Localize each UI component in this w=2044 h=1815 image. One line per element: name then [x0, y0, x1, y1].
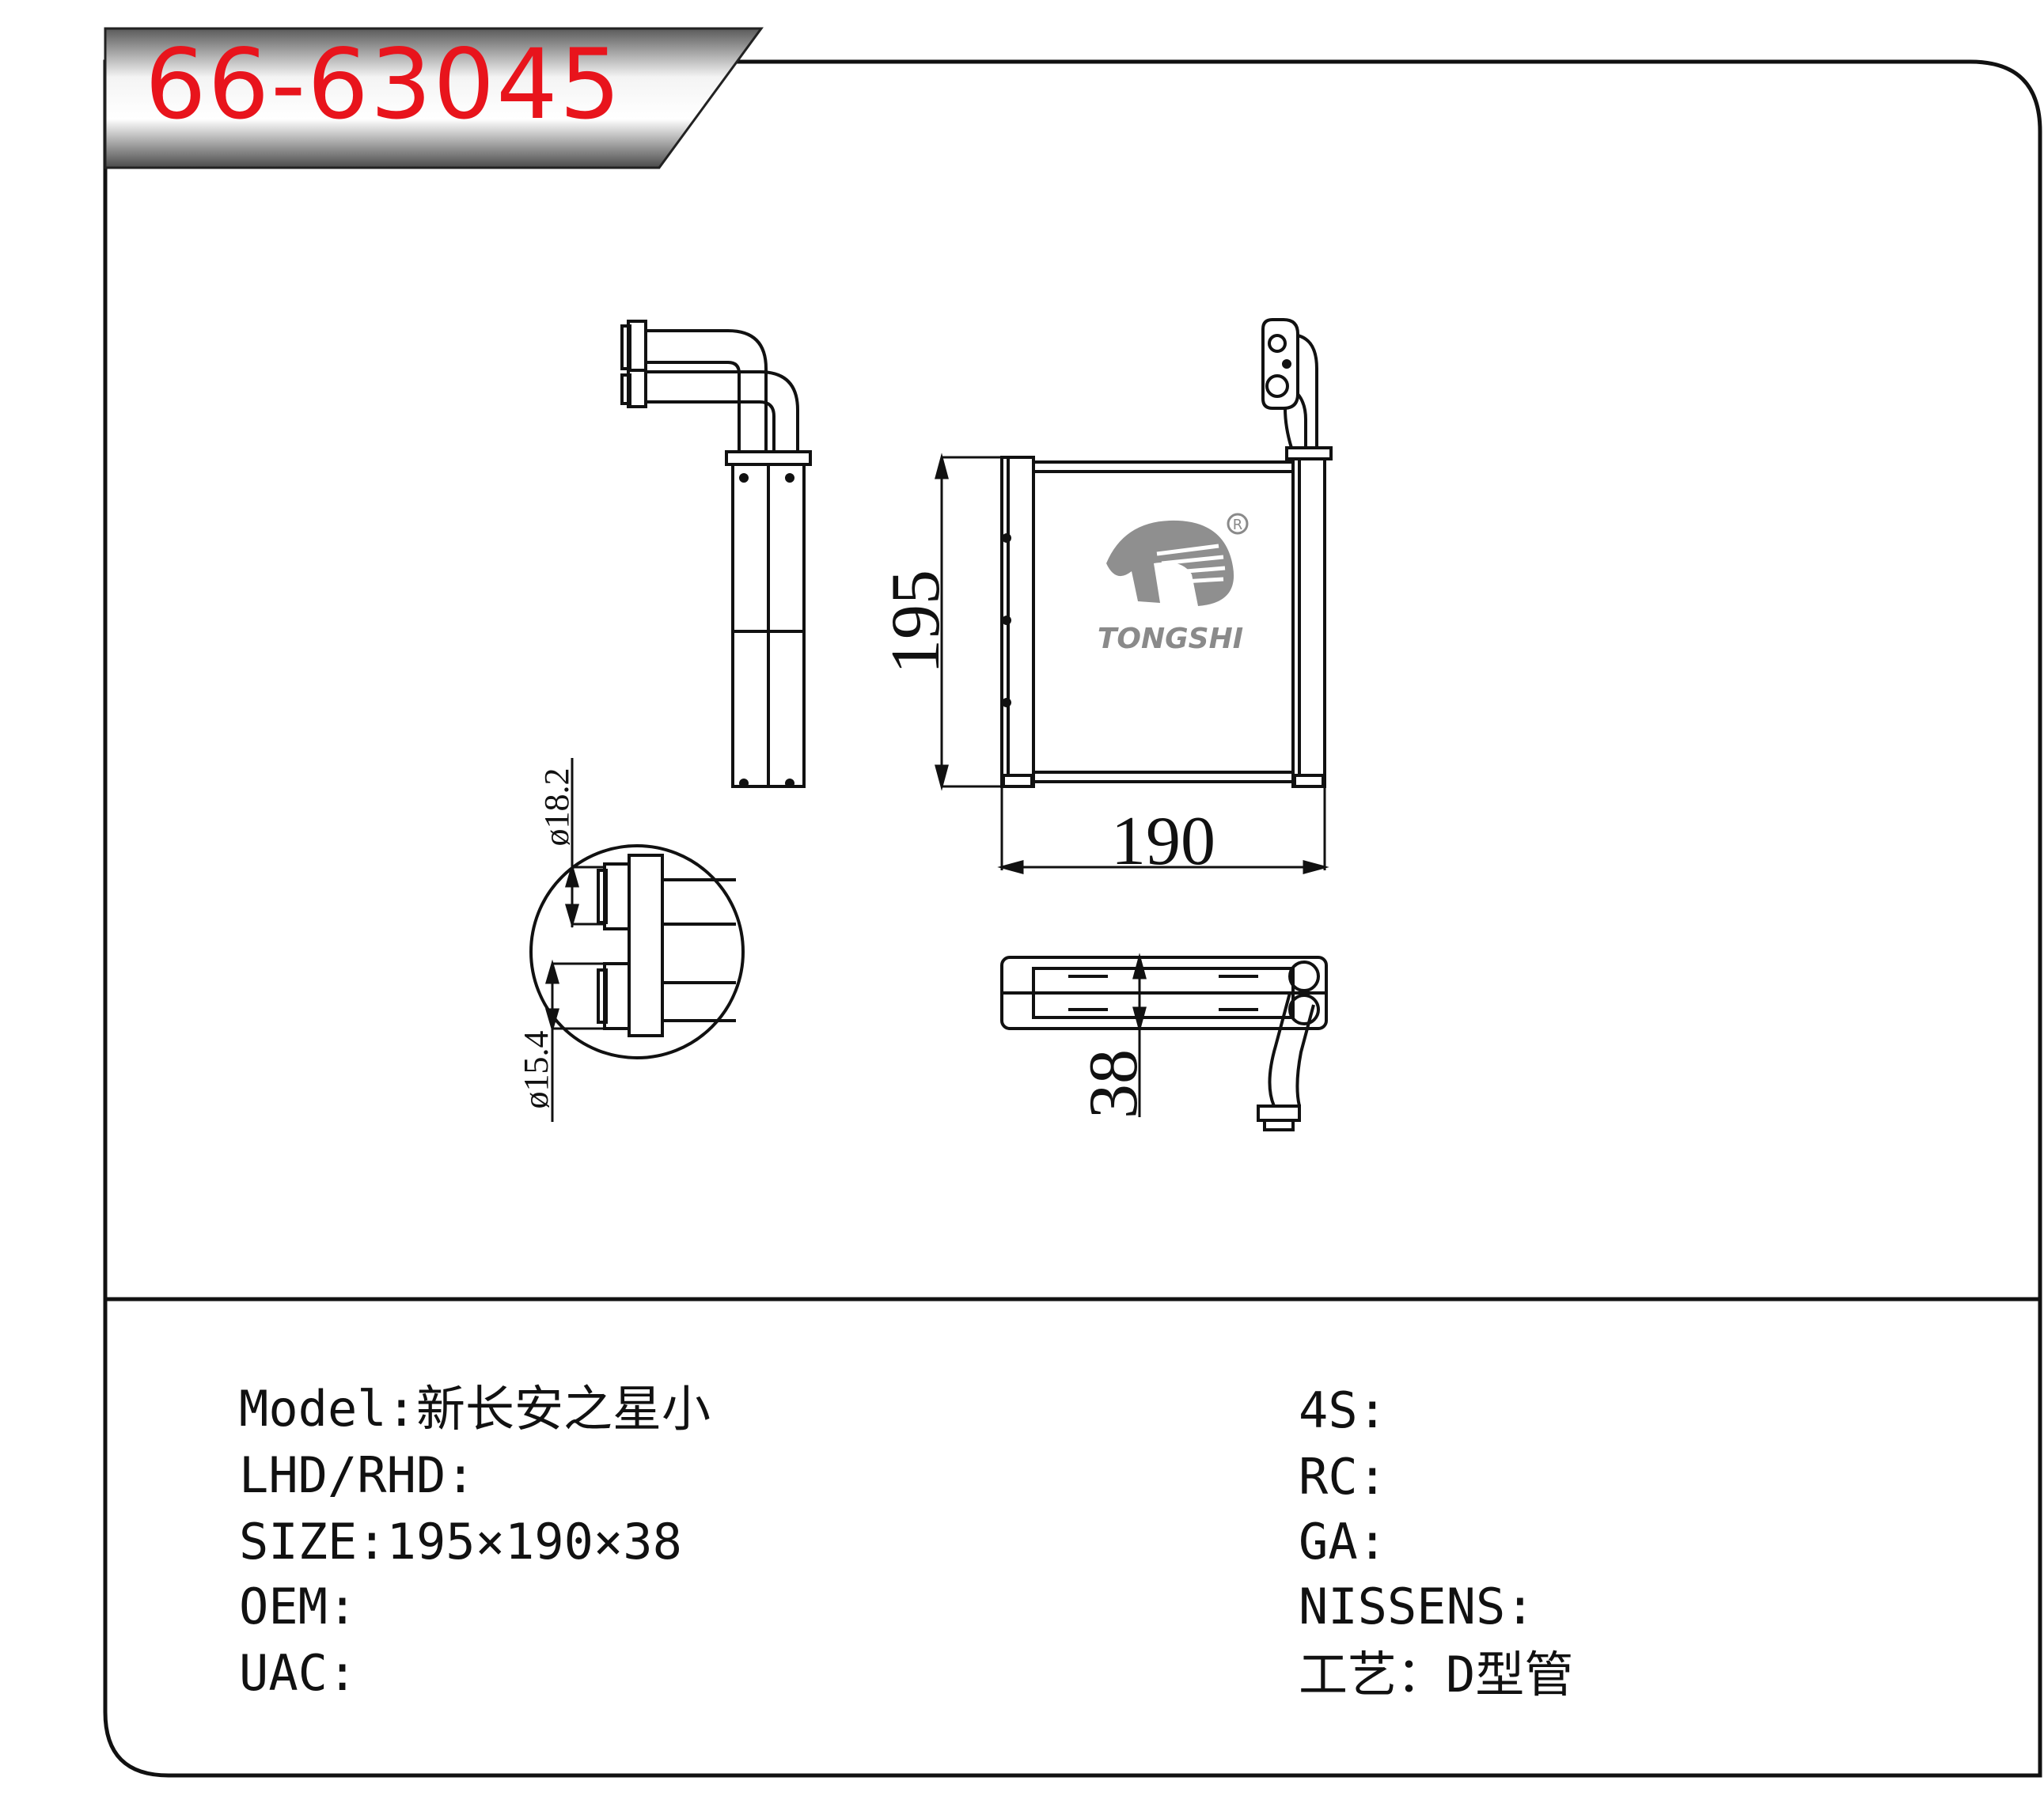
dim-height-label: 195: [878, 570, 954, 674]
spec-lhd-rhd-label: LHD/RHD:: [239, 1446, 476, 1504]
connector-detail: [529, 844, 745, 1059]
spec-rc: RC:: [1299, 1453, 1387, 1502]
title-banner: [104, 27, 764, 169]
spec-4s-label: 4S:: [1299, 1381, 1387, 1439]
spec-lhd-rhd: LHD/RHD:: [239, 1451, 476, 1500]
dim-width-label: 190: [1111, 803, 1215, 880]
tongshi-logo: R TONGSHI: [1098, 513, 1249, 655]
brand-name: TONGSHI: [1098, 623, 1243, 655]
spec-nissens-label: NISSENS:: [1299, 1578, 1535, 1635]
spec-process-label: 工艺：: [1299, 1646, 1447, 1703]
side-view: [620, 320, 812, 788]
spec-size-label: SIZE:: [239, 1513, 387, 1571]
spec-uac-label: UAC:: [239, 1644, 358, 1702]
spec-oem: OEM:: [239, 1582, 357, 1631]
registered-mark: R: [1233, 517, 1243, 533]
spec-size: SIZE:195×190×38: [239, 1518, 682, 1567]
dim-depth-label: 38: [1075, 1049, 1152, 1119]
spec-model-value: 新长安之星小: [415, 1380, 711, 1438]
spec-process-value: D型管: [1446, 1646, 1574, 1703]
front-view: [1000, 318, 1333, 788]
spec-uac: UAC:: [239, 1649, 357, 1698]
spec-model: Model:新长安之星小: [239, 1385, 711, 1434]
spec-ga: GA:: [1299, 1518, 1387, 1567]
spec-ga-label: GA:: [1299, 1513, 1387, 1571]
spec-rc-label: RC:: [1299, 1448, 1387, 1506]
dim-outlet-diameter-label: ø15.4: [517, 1031, 556, 1109]
spec-size-value: 195×190×38: [386, 1513, 682, 1571]
spec-process: 工艺：D型管: [1299, 1650, 1573, 1699]
dimension-lines: [545, 453, 1329, 1122]
spec-4s: 4S:: [1299, 1386, 1387, 1435]
spec-nissens: NISSENS:: [1299, 1582, 1535, 1631]
top-view: [1000, 956, 1328, 1131]
spec-oem-label: OEM:: [239, 1578, 358, 1635]
dim-inlet-diameter-label: ø18.2: [537, 768, 576, 847]
sheet-border: [103, 59, 2042, 1778]
spec-model-label: Model:: [239, 1380, 416, 1438]
part-number-title: 66-63045: [145, 28, 623, 141]
